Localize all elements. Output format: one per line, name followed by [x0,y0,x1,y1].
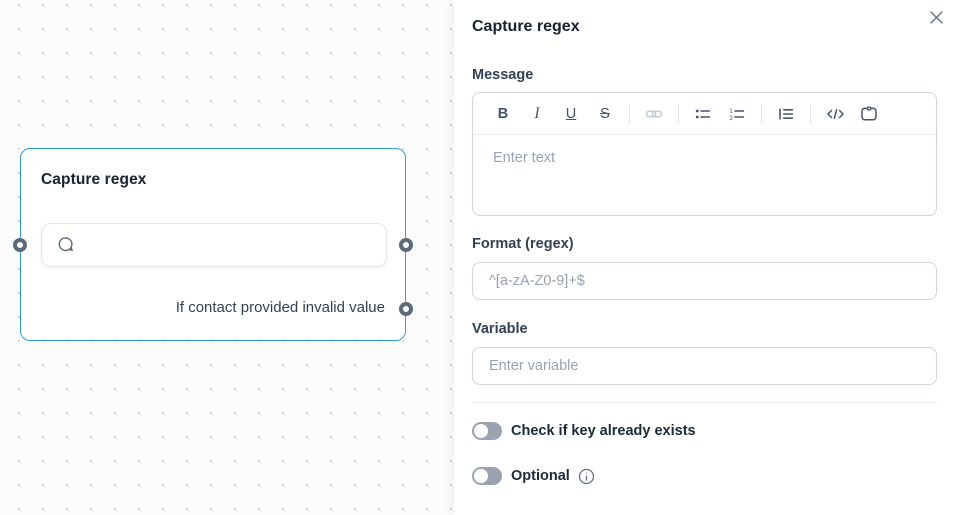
bullet-list-icon[interactable] [693,104,713,124]
ordered-list-icon[interactable]: 1 2 [727,104,747,124]
code-icon[interactable] [825,104,845,124]
panel-title: Capture regex [472,18,580,35]
code-block-icon[interactable] [859,104,879,124]
format-regex-label: Format (regex) [472,236,574,252]
toolbar-divider [761,103,762,124]
blockquote-icon[interactable] [776,104,796,124]
node-handle-right[interactable] [399,238,413,252]
variable-input[interactable] [472,347,937,385]
italic-icon[interactable]: I [527,104,547,124]
toolbar-divider [629,103,630,124]
strikethrough-icon[interactable]: S [595,104,615,124]
link-icon[interactable] [644,104,664,124]
bold-icon[interactable]: B [493,104,513,124]
toggle-knob [474,469,488,483]
capture-regex-node[interactable]: Capture regex If contact provided invali… [20,148,406,341]
check-key-toggle-row: Check if key already exists [472,421,937,441]
message-label: Message [472,67,534,83]
close-icon[interactable] [927,8,945,26]
editor-toolbar: B I U S [473,93,936,135]
variable-label: Variable [472,321,528,337]
chat-bubble-icon [56,235,76,255]
optional-toggle[interactable] [472,467,502,485]
svg-text:2: 2 [729,115,733,122]
message-editor: B I U S [472,92,937,216]
svg-text:1: 1 [729,108,733,115]
section-divider [472,402,937,403]
message-input[interactable] [473,135,936,215]
node-invalid-caption: If contact provided invalid value [175,299,385,316]
node-handle-left[interactable] [13,238,27,252]
node-settings-panel: Capture regex Message B I U S [454,0,956,515]
check-key-toggle[interactable] [472,422,502,440]
node-title: Capture regex [41,171,147,188]
info-icon[interactable] [578,468,595,485]
format-regex-input[interactable] [472,262,937,300]
underline-icon[interactable]: U [561,104,581,124]
optional-toggle-row: Optional [472,466,937,486]
toolbar-divider [678,103,679,124]
toolbar-divider [810,103,811,124]
check-key-toggle-label: Check if key already exists [511,423,696,439]
optional-toggle-label: Optional [511,468,570,484]
flow-canvas[interactable]: Capture regex If contact provided invali… [0,0,454,515]
toggle-knob [474,424,488,438]
node-message-preview[interactable] [41,223,387,267]
node-handle-invalid-right[interactable] [399,302,413,316]
